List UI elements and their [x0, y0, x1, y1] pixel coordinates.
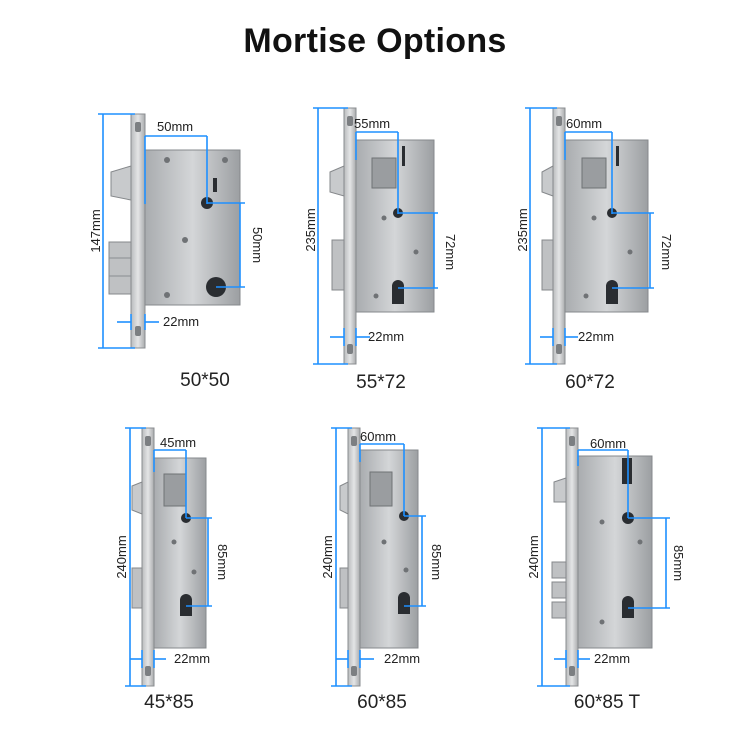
height-dimension-label: 235mm — [303, 208, 318, 251]
bottom-dimension-label: 22mm — [594, 651, 630, 666]
bottom-dimension-label: 22mm — [578, 329, 614, 344]
lock-option-60x72: 235mm 60mm 72mm 22mm 60*72 — [515, 100, 740, 430]
side-dimension-label: 50mm — [250, 227, 265, 263]
lock-caption: 60*72 — [565, 372, 615, 393]
lock-caption: 60*85 — [357, 692, 407, 713]
page-title: Mortise Options — [243, 22, 507, 60]
top-dimension-label: 50mm — [157, 119, 193, 134]
top-dimension-label: 60mm — [566, 116, 602, 131]
top-dimension-label: 60mm — [360, 429, 396, 444]
mortise-lock-diagram: 235mm 55mm 72mm 22mm — [303, 107, 458, 365]
lock-caption: 50*50 — [180, 370, 230, 391]
lock-caption: 55*72 — [356, 372, 406, 393]
mortise-lock-diagram: 240mm 60mm 85mm 22mm — [320, 427, 444, 687]
side-dimension-label: 72mm — [659, 234, 674, 270]
bottom-dimension-label: 22mm — [163, 314, 199, 329]
top-dimension-label: 60mm — [590, 436, 626, 451]
mortise-lock-diagram: 240mm 60mm 85mm 22mm — [526, 427, 686, 687]
height-dimension-label: 240mm — [526, 535, 541, 578]
mortise-lock-diagram: 147mm 50mm 50mm 22mm — [88, 113, 265, 349]
lock-option-60x85-t: 240mm 60mm 85mm 22mm 60*85 T — [522, 422, 742, 752]
height-dimension-label: 240mm — [114, 535, 129, 578]
bottom-dimension-label: 22mm — [174, 651, 210, 666]
side-dimension-label: 85mm — [429, 544, 444, 580]
side-dimension-label: 72mm — [443, 234, 458, 270]
bottom-dimension-label: 22mm — [384, 651, 420, 666]
top-dimension-label: 45mm — [160, 435, 196, 450]
side-dimension-label: 85mm — [215, 544, 230, 580]
lock-caption: 60*85 T — [573, 692, 641, 713]
top-dimension-label: 55mm — [354, 116, 390, 131]
height-dimension-label: 235mm — [515, 208, 530, 251]
lock-option-55x72: 235mm 55mm 72mm 22mm 55*72 — [303, 100, 526, 430]
height-dimension-label: 240mm — [320, 535, 335, 578]
height-dimension-label: 147mm — [88, 209, 103, 252]
lock-option-50x50: 147mm 50mm 50mm 22mm 50*50 — [88, 100, 315, 430]
mortise-lock-diagram: 235mm 60mm 72mm 22mm — [515, 107, 674, 365]
mortise-lock-diagram: 240mm 45mm 85mm 22mm — [114, 427, 230, 687]
lock-option-60x85: 240mm 60mm 85mm 22mm 60*85 — [314, 422, 534, 752]
bottom-dimension-label: 22mm — [368, 329, 404, 344]
side-dimension-label: 85mm — [671, 545, 686, 581]
lock-option-45x85: 240mm 45mm 85mm 22mm 45*85 — [104, 422, 324, 752]
lock-caption: 45*85 — [144, 692, 194, 713]
